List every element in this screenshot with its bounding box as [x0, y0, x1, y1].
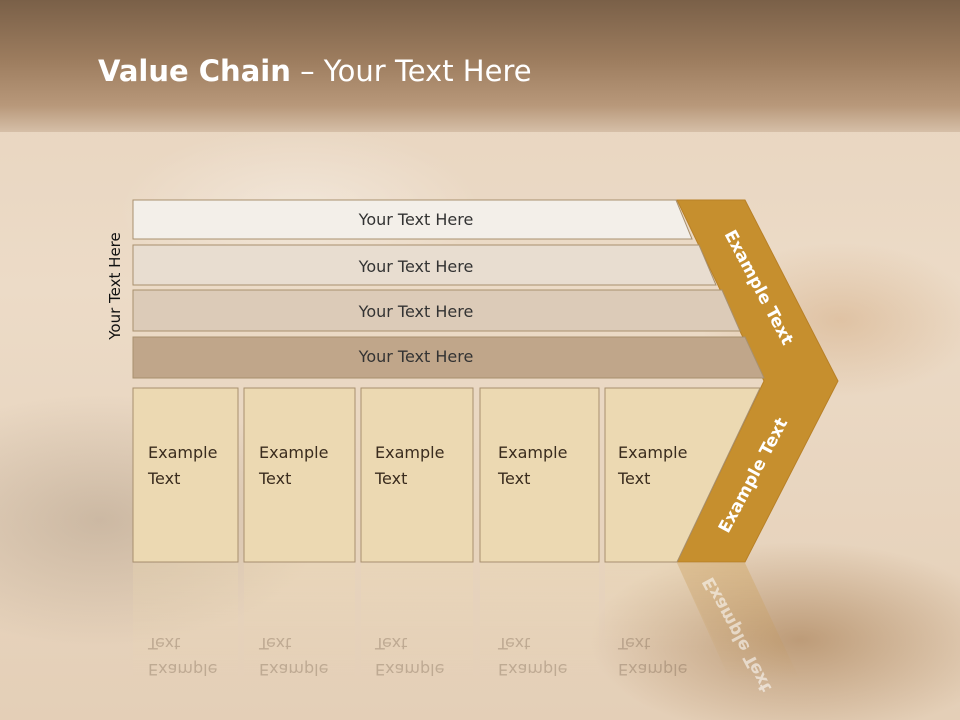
column-reflection — [133, 563, 238, 683]
reflection-line: Text — [618, 634, 651, 653]
title-bold: Value Chain — [98, 54, 291, 88]
reflection-line: Example — [498, 660, 568, 679]
column-box — [360, 387, 474, 563]
row-bar — [132, 199, 693, 240]
column-text-line2: Text — [618, 469, 651, 488]
column-text-reflection: Example Text — [148, 630, 217, 682]
column-text-line2: Text — [498, 469, 531, 488]
column-reflection — [480, 563, 599, 683]
title-rest: – Your Text Here — [290, 54, 532, 88]
row-bar — [132, 244, 717, 286]
column-text: Example Text — [148, 440, 217, 492]
row-bar — [132, 336, 765, 379]
column-text: Example Text — [259, 440, 328, 492]
column-text-line1: Example — [148, 443, 218, 462]
column-reflection — [605, 563, 720, 653]
column-text-line1: Example — [618, 443, 688, 462]
row-label: Your Text Here — [358, 257, 474, 276]
column-text: Example Text — [618, 440, 687, 492]
chevron-arrow — [676, 199, 839, 563]
column-text-reflection: Example Text — [259, 630, 328, 682]
header-band — [0, 0, 960, 132]
column-text-line1: Example — [498, 443, 568, 462]
column-reflection — [244, 563, 355, 683]
reflection-line: Example — [375, 660, 445, 679]
chevron-reflection — [677, 563, 800, 680]
reflection-line: Text — [259, 634, 292, 653]
column-text-reflection: Example Text — [375, 630, 444, 682]
reflection-group — [133, 563, 800, 683]
column-text-line2: Text — [375, 469, 408, 488]
row-bar — [132, 289, 741, 332]
column-text-line1: Example — [259, 443, 329, 462]
column-text: Example Text — [375, 440, 444, 492]
row-label: Your Text Here — [358, 347, 474, 366]
reflection-line: Text — [498, 634, 531, 653]
column-text-line2: Text — [148, 469, 181, 488]
column-box — [132, 387, 239, 563]
column-text-reflection: Example Text — [498, 630, 567, 682]
reflection-line: Text — [148, 634, 181, 653]
row-label: Your Text Here — [358, 210, 474, 229]
column-box — [479, 387, 600, 563]
column-text: Example Text — [498, 440, 567, 492]
column-box — [604, 387, 761, 563]
reflection-line: Example — [259, 660, 329, 679]
column-text-line1: Example — [375, 443, 445, 462]
slide-title: Value Chain – Your Text Here — [98, 54, 532, 88]
reflection-line: Example — [618, 660, 688, 679]
reflection-line: Example — [148, 660, 218, 679]
reflection-line: Text — [375, 634, 408, 653]
column-box — [243, 387, 356, 563]
column-reflection — [361, 563, 473, 683]
column-text-reflection: Example Text — [618, 630, 687, 682]
row-label: Your Text Here — [358, 302, 474, 321]
column-text-line2: Text — [259, 469, 292, 488]
